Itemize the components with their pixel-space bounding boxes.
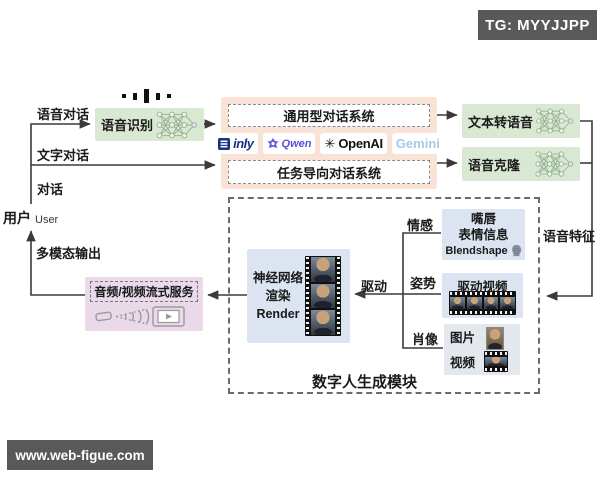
edge-label-voice-dialog: 语音对话 <box>37 107 90 122</box>
edge-label-text-dialog: 文字对话 <box>37 148 90 163</box>
module-title: 数字人生成模块 <box>312 374 418 391</box>
qwen-icon <box>267 137 279 148</box>
streaming-service-label: 音频/视频流式服务 <box>94 285 194 299</box>
tg-badge-text: TG: MYYJJPP <box>485 16 590 34</box>
linly-logo: inly <box>214 133 258 154</box>
neural-network-icon <box>156 111 197 138</box>
llm-logo-row: inly Qwen ✳ OpenAI Gemini <box>214 131 444 156</box>
user-node: 用户 User <box>3 208 58 228</box>
node-driving-video: 驱动视频 <box>442 273 523 318</box>
node-general-dialog-system: 通用型对话系统 <box>228 104 430 127</box>
digital-human-module-box <box>228 197 540 394</box>
portrait-video-thumb <box>484 351 508 372</box>
linly-label: inly <box>233 136 254 151</box>
edge-label-portrait: 肖像 <box>412 332 439 347</box>
node-voice-clone: 语音克隆 <box>462 147 580 181</box>
qwen-label: Qwen <box>281 137 312 150</box>
node-lip-blendshape: 嘴唇 表情信息 Blendshape <box>442 209 525 260</box>
streaming-service-titlebox: 音频/视频流式服务 <box>90 281 198 302</box>
edge-label-drive: 驱动 <box>361 279 388 294</box>
speech-recognition-label: 语音识别 <box>101 118 154 133</box>
lip-label-1: 嘴唇 <box>470 212 496 227</box>
node-streaming-service: 音频/视频流式服务 <box>85 277 203 331</box>
tg-badge: TG: MYYJJPP <box>478 10 597 40</box>
tts-label: 文本转语音 <box>468 114 534 130</box>
user-name-en: User <box>35 214 59 226</box>
render-label-1: 神经网络 <box>252 270 303 285</box>
edge-label-multimodal-output: 多模态输出 <box>36 246 102 261</box>
head-icon <box>511 245 521 257</box>
qwen-logo: Qwen <box>262 133 316 154</box>
task-dialog-label: 任务导向对话系统 <box>276 165 381 181</box>
audio-waveform-icon <box>122 88 171 104</box>
video-label: 视频 <box>450 356 476 370</box>
edge-label-voice-feature: 语音特征 <box>543 229 596 244</box>
lip-label-3: Blendshape <box>445 244 508 257</box>
neural-network-icon <box>535 151 574 177</box>
linly-icon <box>218 137 231 150</box>
node-neural-render: 神经网络 渲染Render <box>247 249 350 343</box>
driving-video-film-strip <box>449 291 516 315</box>
voice-clone-label: 语音克隆 <box>468 157 521 173</box>
general-dialog-label: 通用型对话系统 <box>283 109 375 124</box>
node-portrait-sources: 图片 视频 <box>444 324 520 375</box>
edge-label-dialog: 对话 <box>37 182 64 197</box>
watermark-text: www.web-figue.com <box>15 447 145 463</box>
portrait-image-thumb <box>486 327 504 350</box>
edge-label-pose: 姿势 <box>410 276 437 291</box>
image-label: 图片 <box>450 331 476 345</box>
watermark: www.web-figue.com <box>7 440 153 470</box>
edge-label-emotion: 情感 <box>407 218 434 233</box>
node-speech-recognition: 语音识别 <box>95 108 204 141</box>
gemini-logo: Gemini <box>391 133 444 154</box>
driving-video-label: 驱动视频 <box>457 280 508 294</box>
render-label-2: 渲染Render <box>256 288 300 322</box>
user-name: 用户 <box>3 210 31 226</box>
openai-logo: ✳ OpenAI <box>320 133 387 154</box>
node-task-dialog-system: 任务导向对话系统 <box>228 160 430 184</box>
node-text-to-speech: 文本转语音 <box>462 104 580 138</box>
lip-label-2: 表情信息 <box>458 228 509 243</box>
openai-icon: ✳ <box>324 136 336 151</box>
rendered-film-strip <box>305 256 341 336</box>
openai-label: OpenAI <box>338 136 383 151</box>
streaming-icon <box>95 306 185 327</box>
gemini-label: Gemini <box>395 136 440 151</box>
neural-network-icon <box>536 108 574 134</box>
